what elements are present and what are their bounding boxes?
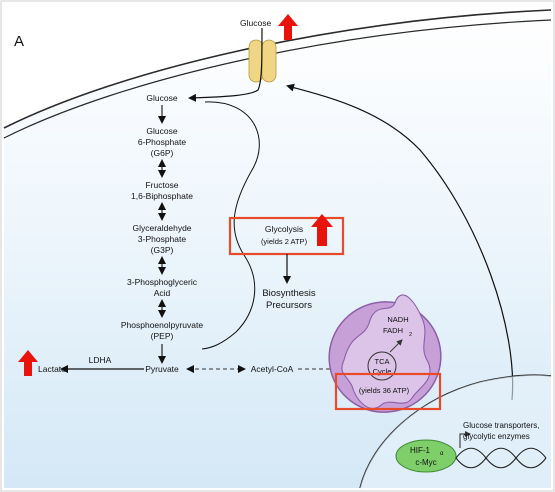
pyruvate-label: Pyruvate [145,364,179,374]
glucose-label: Glucose [146,93,177,103]
cell-membrane-inner [3,19,552,139]
g3p-label-line2: 3-Phosphate [138,234,186,244]
glucose-uptake-arrow [188,27,263,102]
g6p-label-line1: Glucose [146,126,177,136]
g3p-label-line1: Glyceraldehyde [132,223,191,233]
pep-label-line1: Phosphoenolpyruvate [121,320,204,330]
tca-highlight-box [334,372,442,411]
tca-label-line1: TCA [375,357,390,366]
nadh-label: NADH [387,315,408,324]
tca-cycle-ring [367,351,397,381]
lactate-label: Lactate [38,364,66,374]
cell-membrane [3,9,552,129]
tca-yield-label: (yields 36 ATP) [359,386,410,395]
pga-label-line2: Acid [154,288,171,298]
glycolysis-label: Glycolysis [265,224,303,234]
extracellular-glucose-label: Glucose [240,18,271,28]
dna-strand-2 [455,447,547,469]
glycolysis-up-arrow [311,214,333,246]
acetyl-coa-label: Acetyl-CoA [251,364,294,374]
hif-subscript: α [440,451,444,457]
f16bp-label-line2: 1,6-Biphosphate [131,191,193,201]
g6p-label-line3: (G6P) [151,148,174,158]
pep-label-line2: (PEP) [151,331,174,341]
feedback-arrow-to-transporter [286,83,514,401]
pga-label-line1: 3-Phosphoglyceric [127,277,198,287]
biosynthesis-label-line1: Biosynthesis [262,288,316,299]
cmyc-label: c-Myc [415,458,436,467]
tca-output-arrow [389,339,403,353]
glycolysis-bracket [201,101,260,350]
fadh-label: FADH [383,326,403,335]
ldha-label: LDHA [89,355,112,365]
transcription-arrow [459,431,471,448]
g6p-label-line2: 6-Phosphate [138,137,186,147]
hif-cmyc-complex [395,439,457,473]
fadh-subscript: 2 [409,332,412,338]
mitochondrion [328,294,442,413]
tca-label-line2: Cycle [373,367,392,376]
hif-label: HIF-1 [410,446,431,455]
dna-strand-1 [455,447,547,469]
lactate-up-arrow [18,350,38,376]
targets-label-line2: glycolytic enzymes [463,432,530,441]
g3p-label-line3: (G3P) [151,245,174,255]
glycolysis-yield-label: (yields 2 ATP) [261,237,308,246]
panel-label: A [14,33,24,50]
glucose-up-arrow [278,14,298,40]
targets-label-line1: Glucose transporters, [463,421,539,430]
biosynthesis-label-line2: Precursors [266,300,312,311]
f16bp-label-line1: Fructose [145,180,178,190]
